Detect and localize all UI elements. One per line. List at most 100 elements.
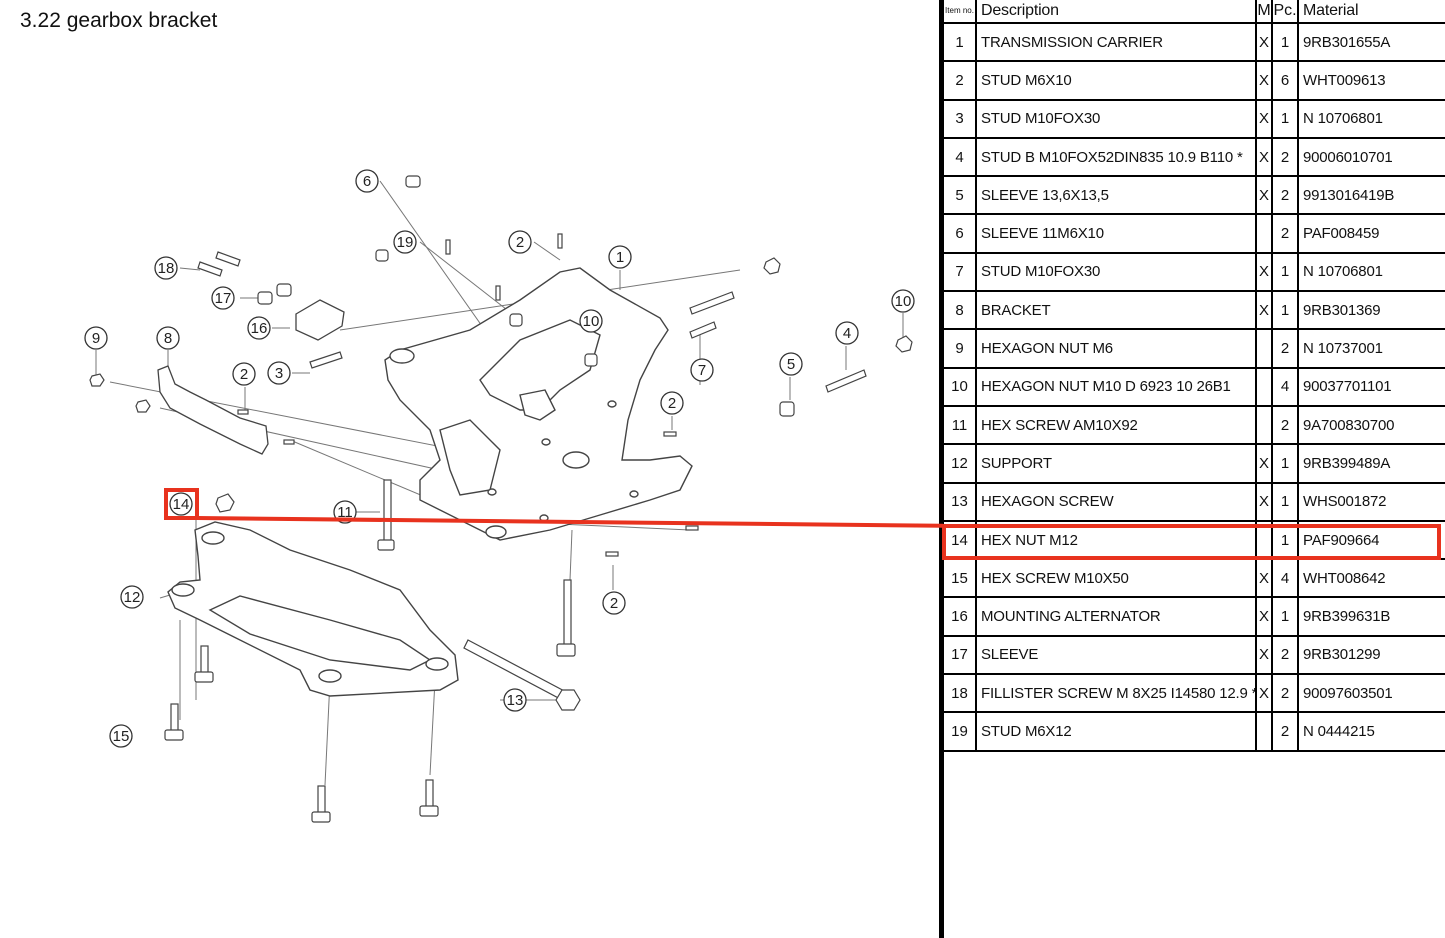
transmission-carrier-part — [384, 267, 693, 541]
fasteners — [89, 175, 913, 823]
material-cell: 90006010701 — [1303, 148, 1393, 166]
panel-divider — [939, 0, 944, 938]
svg-text:18: 18 — [158, 260, 175, 277]
description-cell: STUD M10FOX30 — [977, 100, 1257, 137]
material-cell: PAF008459 — [1303, 225, 1380, 243]
svg-text:7: 7 — [698, 362, 706, 379]
svg-text:10: 10 — [583, 313, 600, 330]
m-cell: X — [1257, 177, 1273, 214]
pc-cell: 6 — [1273, 62, 1299, 99]
item-no-cell: 9 — [944, 330, 977, 367]
item-no-cell: 3 — [944, 100, 977, 137]
m-cell: X — [1257, 62, 1273, 99]
material-cell: WHT008642 — [1303, 569, 1386, 587]
pc-cell: 2 — [1273, 138, 1299, 176]
pc-cell: 4 — [1273, 368, 1299, 405]
callout-5: 5 — [779, 352, 803, 376]
header-description: Description — [977, 0, 1257, 22]
svg-text:8: 8 — [164, 330, 172, 347]
m-cell: X — [1257, 483, 1273, 520]
description-cell: SLEEVE — [977, 636, 1257, 674]
material-cell: 9RB399631B — [1303, 608, 1391, 626]
m-cell — [1257, 713, 1273, 750]
description-cell: MOUNTING ALTERNATOR — [977, 598, 1257, 635]
header-pc: Pc. — [1273, 0, 1299, 22]
m-cell — [1257, 215, 1273, 252]
svg-text:3: 3 — [275, 365, 283, 382]
material-cell: 9A700830700 — [1303, 416, 1395, 434]
header-material: Material — [1303, 2, 1359, 19]
description-cell: STUD M6X12 — [977, 713, 1257, 750]
header-item-no: Item no. — [944, 0, 977, 22]
callout-12: 12 — [120, 585, 144, 609]
item-no-cell: 10 — [944, 368, 977, 405]
svg-text:1: 1 — [616, 249, 624, 266]
pc-cell: 2 — [1273, 215, 1299, 252]
material-cell: 9RB301299 — [1303, 646, 1381, 664]
highlight-row-box — [942, 524, 1441, 560]
material-cell: 90097603501 — [1303, 684, 1393, 702]
mounting-alternator-part — [295, 299, 345, 341]
svg-text:9: 9 — [92, 330, 100, 347]
pc-cell: 2 — [1273, 177, 1299, 214]
pc-cell: 2 — [1273, 330, 1299, 367]
item-no-cell: 17 — [944, 636, 977, 674]
pc-cell: 2 — [1273, 636, 1299, 674]
pc-cell: 1 — [1273, 253, 1299, 291]
item-no-cell: 2 — [944, 62, 977, 99]
page-title: 3.22 gearbox bracket — [20, 9, 218, 32]
pc-cell: 1 — [1273, 292, 1299, 329]
svg-text:6: 6 — [363, 173, 371, 190]
pc-cell: 2 — [1273, 675, 1299, 712]
callout-2-left: 2 — [232, 362, 256, 386]
callout-7: 7 — [690, 358, 714, 382]
callout-8: 8 — [156, 326, 180, 350]
material-cell: N 10706801 — [1303, 263, 1383, 281]
item-no-cell: 4 — [944, 138, 977, 176]
svg-text:15: 15 — [113, 728, 130, 745]
m-cell: X — [1257, 560, 1273, 597]
material-cell: 9RB301369 — [1303, 301, 1381, 319]
pc-cell: 1 — [1273, 483, 1299, 520]
svg-text:14: 14 — [173, 496, 190, 513]
callout-17: 17 — [211, 286, 235, 310]
description-cell: STUD B M10FOX52DIN835 10.9 B110 * — [977, 138, 1257, 176]
m-cell: X — [1257, 100, 1273, 137]
description-cell: TRANSMISSION CARRIER — [977, 24, 1257, 61]
description-cell: STUD M10FOX30 — [977, 253, 1257, 291]
callout-18: 18 — [154, 256, 178, 280]
bracket-part — [157, 365, 269, 455]
item-no-cell: 1 — [944, 24, 977, 61]
svg-text:12: 12 — [124, 589, 141, 606]
item-no-cell: 19 — [944, 713, 977, 750]
item-no-cell: 13 — [944, 483, 977, 520]
description-cell: HEX NUT M12 — [977, 521, 1257, 559]
item-no-cell: 15 — [944, 560, 977, 597]
callout-13: 13 — [503, 688, 527, 712]
description-cell: SLEEVE 11M6X10 — [977, 215, 1257, 252]
svg-text:17: 17 — [215, 290, 232, 307]
material-cell: N 10706801 — [1303, 110, 1383, 128]
pc-cell: 1 — [1273, 24, 1299, 61]
header-m: M — [1257, 0, 1273, 22]
material-cell: WHS001872 — [1303, 493, 1387, 511]
description-cell: SUPPORT — [977, 445, 1257, 482]
material-cell: PAF909664 — [1303, 531, 1380, 549]
m-cell: X — [1257, 292, 1273, 329]
item-no-cell: 7 — [944, 253, 977, 291]
m-cell: X — [1257, 253, 1273, 291]
callout-14: 14 — [169, 492, 193, 516]
svg-text:13: 13 — [507, 692, 524, 709]
